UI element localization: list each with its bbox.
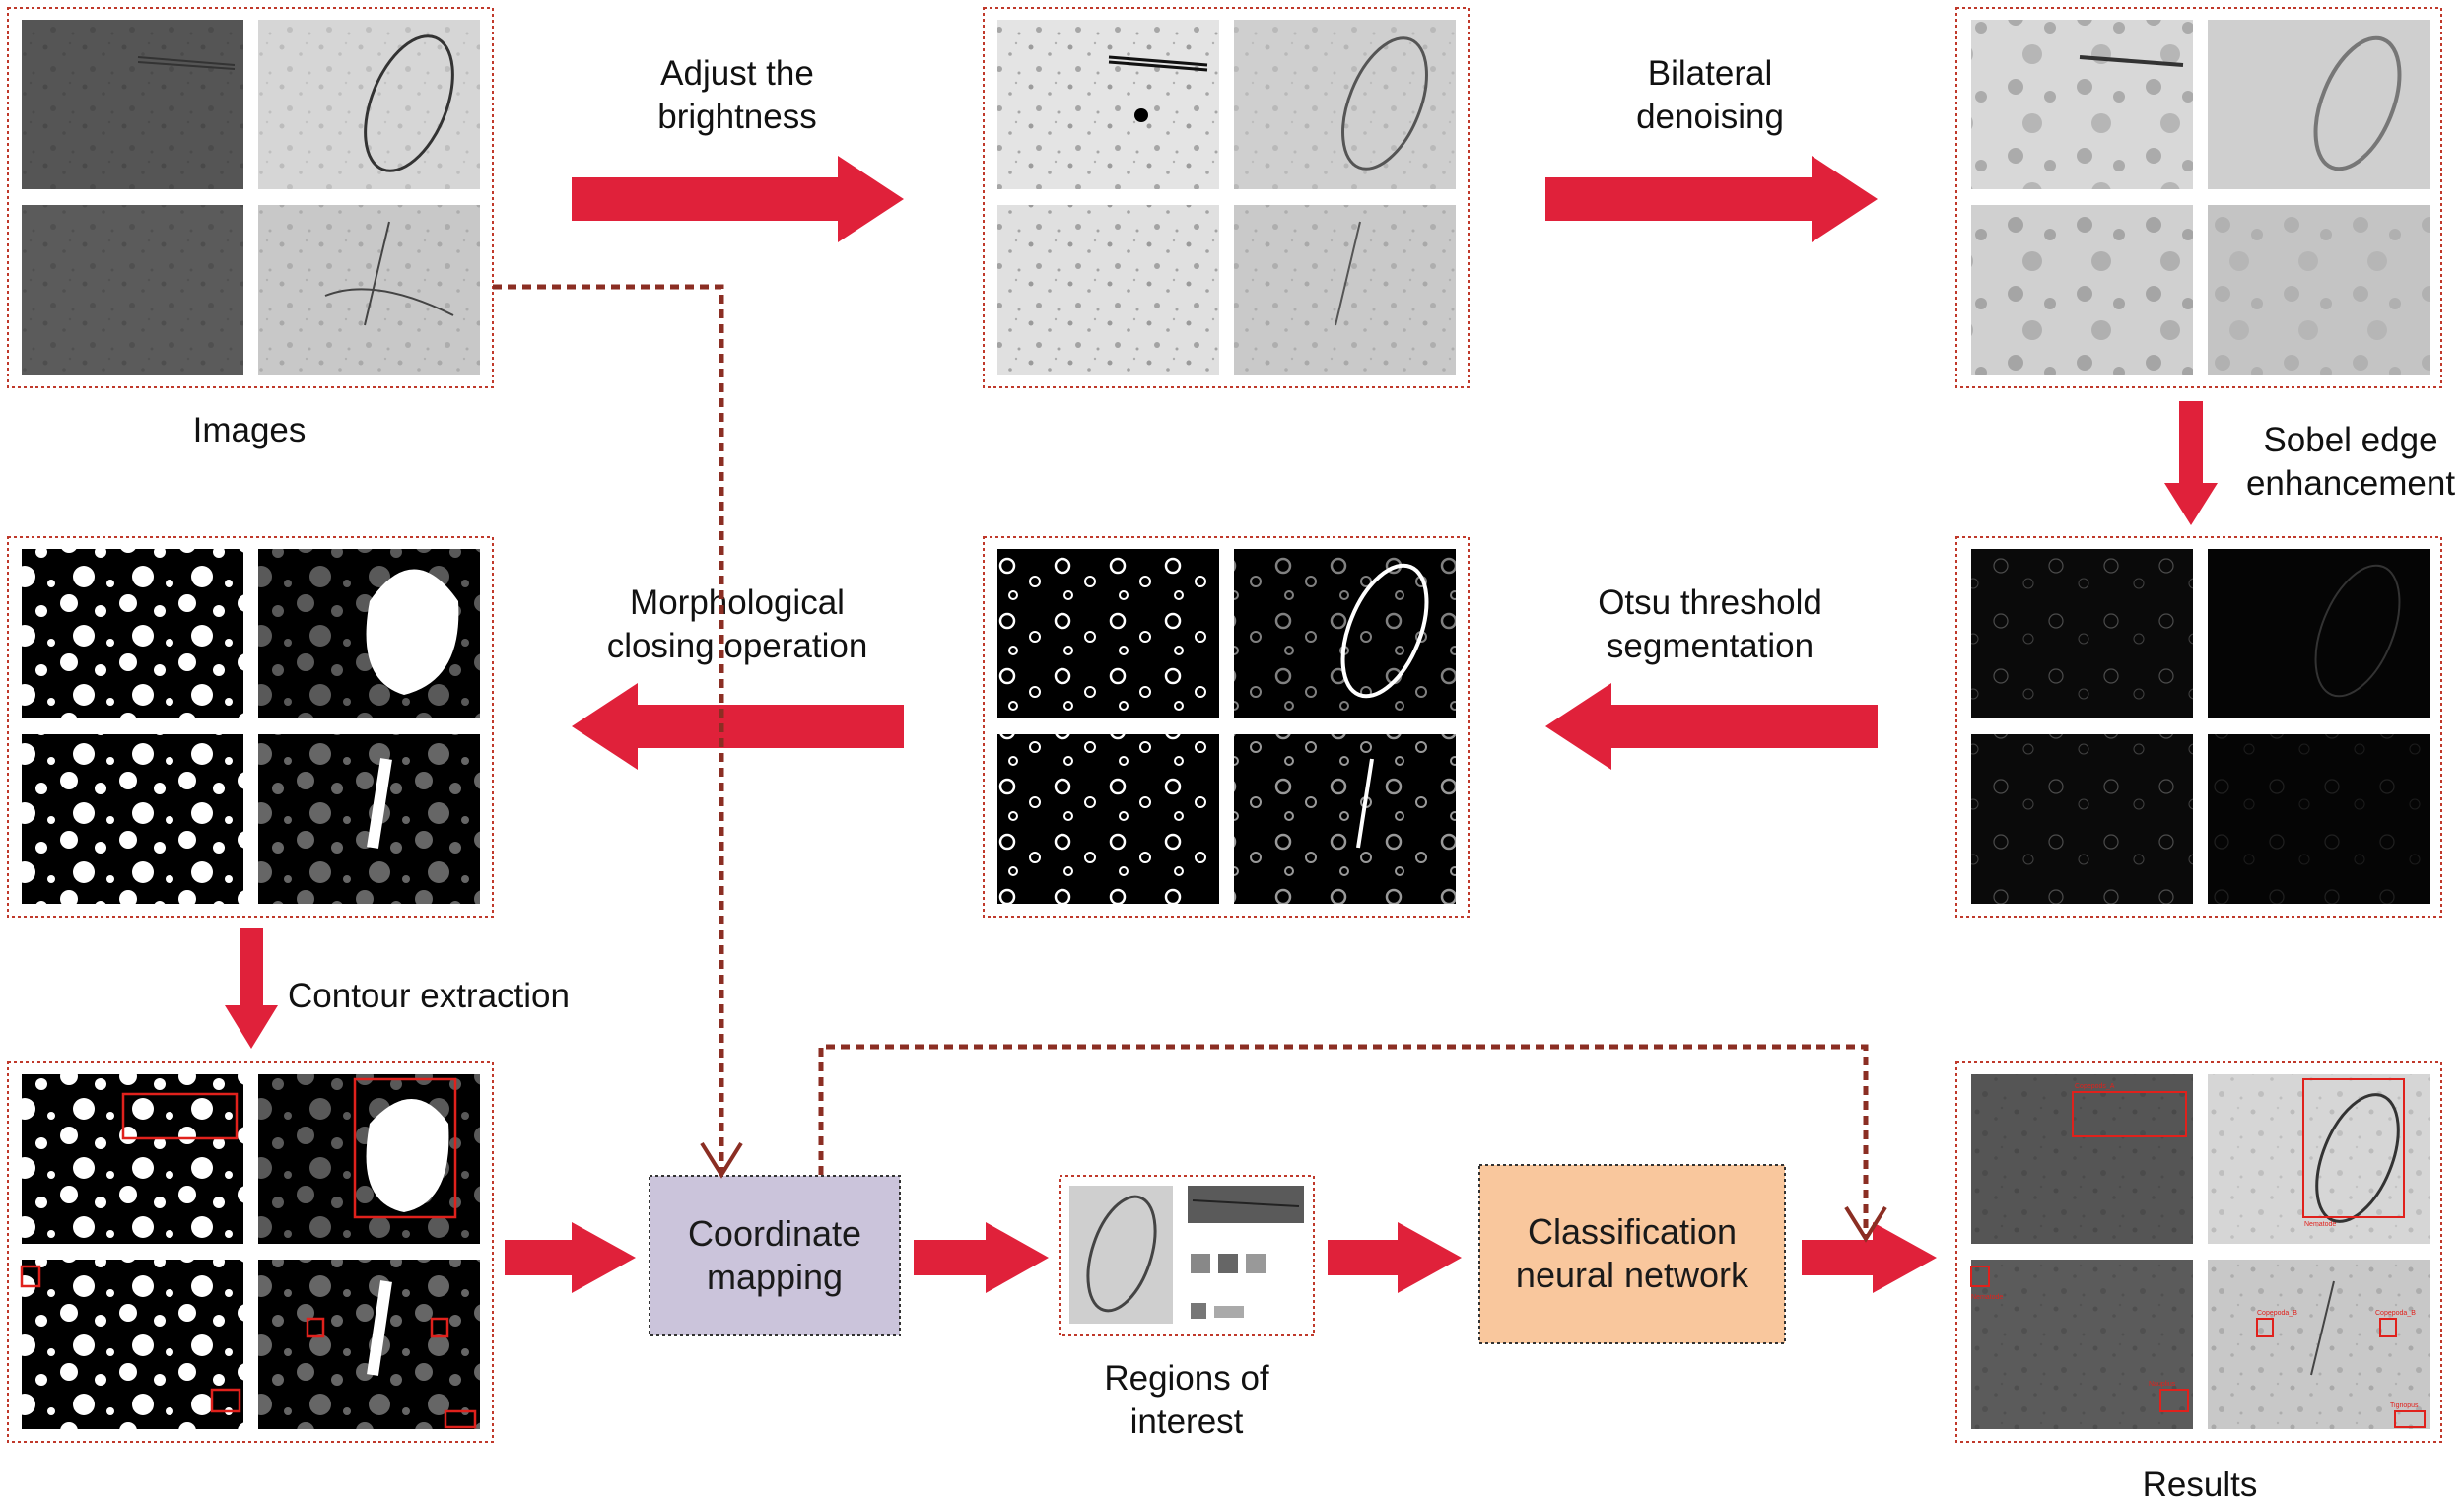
- arrow-adjust-brightness: [572, 156, 904, 242]
- box-coordinate-mapping: Coordinate mapping: [649, 1175, 901, 1336]
- dotted-link-mapping-to-results: [818, 1044, 1887, 1243]
- result-tag: Nematode: [2304, 1221, 2336, 1228]
- contour-box: [306, 1317, 325, 1338]
- panel-denoised: [1955, 7, 2442, 388]
- label-adjust-1: Adjust the: [660, 54, 814, 93]
- result-box: [2379, 1318, 2397, 1337]
- result-box: [1970, 1266, 1990, 1287]
- arrow-sobel-edge: [2164, 401, 2218, 525]
- label-otsu-2: segmentation: [1607, 627, 1814, 665]
- contour-box: [353, 1077, 457, 1219]
- arrow-to-results: [1802, 1222, 1937, 1293]
- result-box: [2394, 1410, 2426, 1428]
- coordinate-mapping-line-1: Coordinate: [688, 1213, 861, 1254]
- result-box: [2159, 1389, 2189, 1412]
- label-adjust-2: brightness: [657, 98, 816, 136]
- result-tag: Copepoda_B: [2257, 1310, 2297, 1317]
- panel-morph-closed: [7, 536, 494, 918]
- result-tag: Nematode: [1971, 1294, 2003, 1301]
- panel-regions-of-interest: [1059, 1175, 1315, 1336]
- label-morph-2: closing operation: [607, 627, 868, 665]
- result-box: [2072, 1091, 2187, 1137]
- result-tag: Tigriopus: [2390, 1402, 2419, 1409]
- coordinate-mapping-line-2: mapping: [707, 1257, 843, 1297]
- box-classification-network: Classification neural network: [1478, 1164, 1786, 1344]
- result-tag: Copepods_A: [2075, 1083, 2115, 1090]
- classification-line-1: Classification: [1528, 1211, 1737, 1252]
- arrow-to-classification: [1328, 1222, 1462, 1293]
- label-bilateral-2: denoising: [1636, 98, 1784, 136]
- arrow-to-roi: [914, 1222, 1049, 1293]
- label-images: Images: [193, 411, 307, 449]
- label-sobel-1: Sobel edge: [2263, 421, 2437, 459]
- contour-box: [210, 1388, 241, 1413]
- panel-otsu-segmented: [983, 536, 1470, 918]
- result-box: [2256, 1318, 2274, 1337]
- arrow-contour-extraction: [225, 928, 278, 1049]
- label-results: Results: [2143, 1466, 2258, 1504]
- contour-box: [444, 1409, 477, 1429]
- panel-original-images: [7, 7, 494, 388]
- arrow-otsu-threshold: [1545, 683, 1878, 770]
- panel-contours: [7, 1061, 494, 1443]
- result-tag: Nauplius: [2149, 1381, 2176, 1388]
- result-box: [2302, 1078, 2405, 1218]
- dotted-link-images-to-mapping: [493, 284, 743, 1179]
- arrow-to-coordinate-mapping: [505, 1222, 636, 1293]
- panel-brightness-adjusted: [983, 7, 1470, 388]
- contour-box: [20, 1265, 41, 1288]
- contour-box: [430, 1317, 449, 1338]
- arrow-bilateral-denoising: [1545, 156, 1878, 242]
- label-otsu-1: Otsu threshold: [1598, 583, 1822, 622]
- panel-sobel-edges: [1955, 536, 2442, 918]
- label-roi-2: interest: [1130, 1402, 1244, 1441]
- panel-results: Copepods_A Nematode Nematode Nauplius Co…: [1955, 1061, 2442, 1443]
- label-sobel-2: enhancement: [2246, 464, 2455, 503]
- classification-line-2: neural network: [1516, 1255, 1749, 1295]
- contour-box: [121, 1092, 239, 1140]
- label-contour: Contour extraction: [288, 977, 570, 1015]
- label-roi-1: Regions of: [1104, 1359, 1269, 1398]
- label-bilateral-1: Bilateral: [1648, 54, 1772, 93]
- arrow-morphological-closing: [572, 683, 904, 770]
- label-morph-1: Morphological: [630, 583, 845, 622]
- result-tag: Copepoda_B: [2375, 1310, 2416, 1317]
